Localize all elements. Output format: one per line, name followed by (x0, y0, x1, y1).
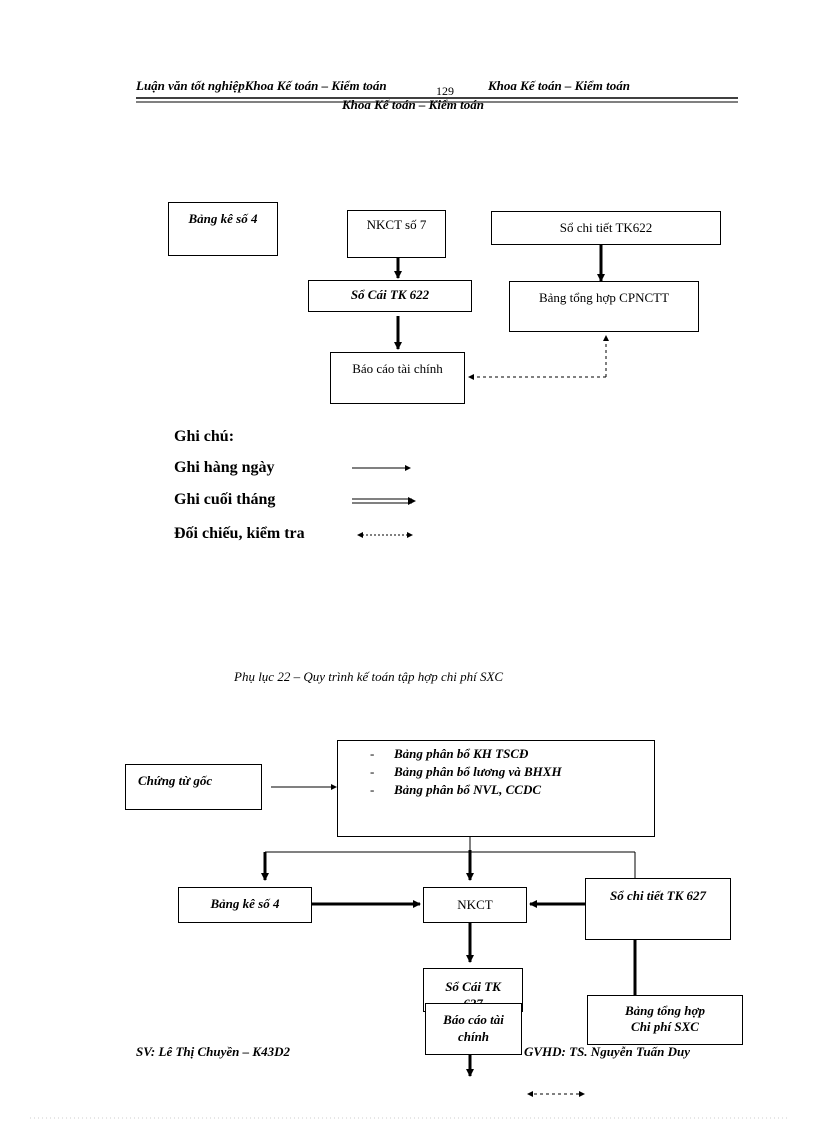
header-left: Luận văn tốt nghiệpKhoa Kế toán – Kiểm t… (136, 78, 387, 93)
box-so-cai-tk-622: Sổ Cái TK 622 (308, 280, 472, 312)
box-bang-ke-so-4-b-label: Bảng kê số 4 (210, 896, 280, 911)
figure-caption: Phụ lục 22 – Quy trình kế toán tập hợp c… (234, 669, 504, 684)
box-chung-tu-goc-label: Chứng từ gốc (138, 773, 213, 788)
box-bao-cao-tai-chinh: Báo cáo tài chính (330, 352, 465, 404)
box-nkct-label: NKCT (457, 897, 493, 912)
phan-bo-item: -Bảng phân bổ lương và BHXH (370, 764, 562, 779)
box-bang-ke-so-4-label: Bảng kê số 4 (188, 211, 258, 226)
box-bang-tong-hop-line2: Chi phí SXC (631, 1019, 699, 1034)
box-bao-cao-b-line1: Báo cáo tài (443, 1012, 504, 1027)
box-nkct: NKCT (423, 887, 527, 923)
header-second-line: Khoa Kế toán – Kiểm toán (342, 97, 484, 112)
footer-left: SV: Lê Thị Chuyền – K43D2 (136, 1044, 290, 1059)
legend-check: Đối chiếu, kiểm tra (174, 525, 305, 542)
legend-month-end: Ghi cuối tháng (174, 491, 276, 508)
box-bang-tong-hop-line1: Bảng tổng hợp (625, 1003, 705, 1018)
phan-bo-item: -Bảng phân bổ NVL, CCDC (370, 782, 542, 797)
box-bang-ke-so-4-b: Bảng kê số 4 (178, 887, 312, 923)
box-so-chi-tiet-tk-627-label: Sổ chi tiết TK 627 (609, 888, 707, 903)
legend-title: Ghi chú: (174, 428, 235, 445)
phan-bo-list: -Bảng phân bổ KH TSCĐ -Bảng phân bổ lươn… (370, 745, 654, 799)
box-bang-phan-bo: -Bảng phân bổ KH TSCĐ -Bảng phân bổ lươn… (337, 740, 655, 837)
box-bao-cao-tai-chinh-label: Báo cáo tài chính (352, 361, 443, 376)
box-so-cai-tk-622-label: Sổ Cái TK 622 (350, 287, 430, 302)
box-bang-ke-so-4: Bảng kê số 4 (168, 202, 278, 256)
box-nkct-so-7-label: NKCT số 7 (366, 217, 427, 232)
footer-right: GVHD: TS. Nguyễn Tuấn Duy (524, 1044, 691, 1059)
header-right: Khoa Kế toán – Kiểm toán (488, 78, 630, 93)
legend-daily: Ghi hàng ngày (174, 459, 275, 476)
box-bang-tong-hop-chi-phi-sxc: Bảng tổng hợp Chi phí SXC (587, 995, 743, 1045)
box-bang-tong-hop-cpnctt: Bảng tổng hợp CPNCTT (509, 281, 699, 332)
box-nkct-so-7: NKCT số 7 (347, 210, 446, 258)
box-bang-tong-hop-cpnctt-label: Bảng tổng hợp CPNCTT (538, 290, 670, 305)
box-so-chi-tiet-tk-627: Sổ chi tiết TK 627 (585, 878, 731, 940)
box-so-cai-tk-627-line1: Sổ Cái TK (445, 979, 501, 994)
box-bao-cao-tai-chinh-b: Báo cáo tài chính (425, 1003, 522, 1055)
page-number: 129 (436, 84, 454, 98)
box-bao-cao-b-line2: chính (457, 1029, 490, 1044)
phan-bo-item: -Bảng phân bổ KH TSCĐ (370, 746, 529, 761)
box-so-chi-tiet-tk622: Sổ chi tiết TK622 (491, 211, 721, 245)
box-so-chi-tiet-tk622-label: Sổ chi tiết TK622 (559, 220, 653, 235)
box-chung-tu-goc: Chứng từ gốc (125, 764, 262, 810)
